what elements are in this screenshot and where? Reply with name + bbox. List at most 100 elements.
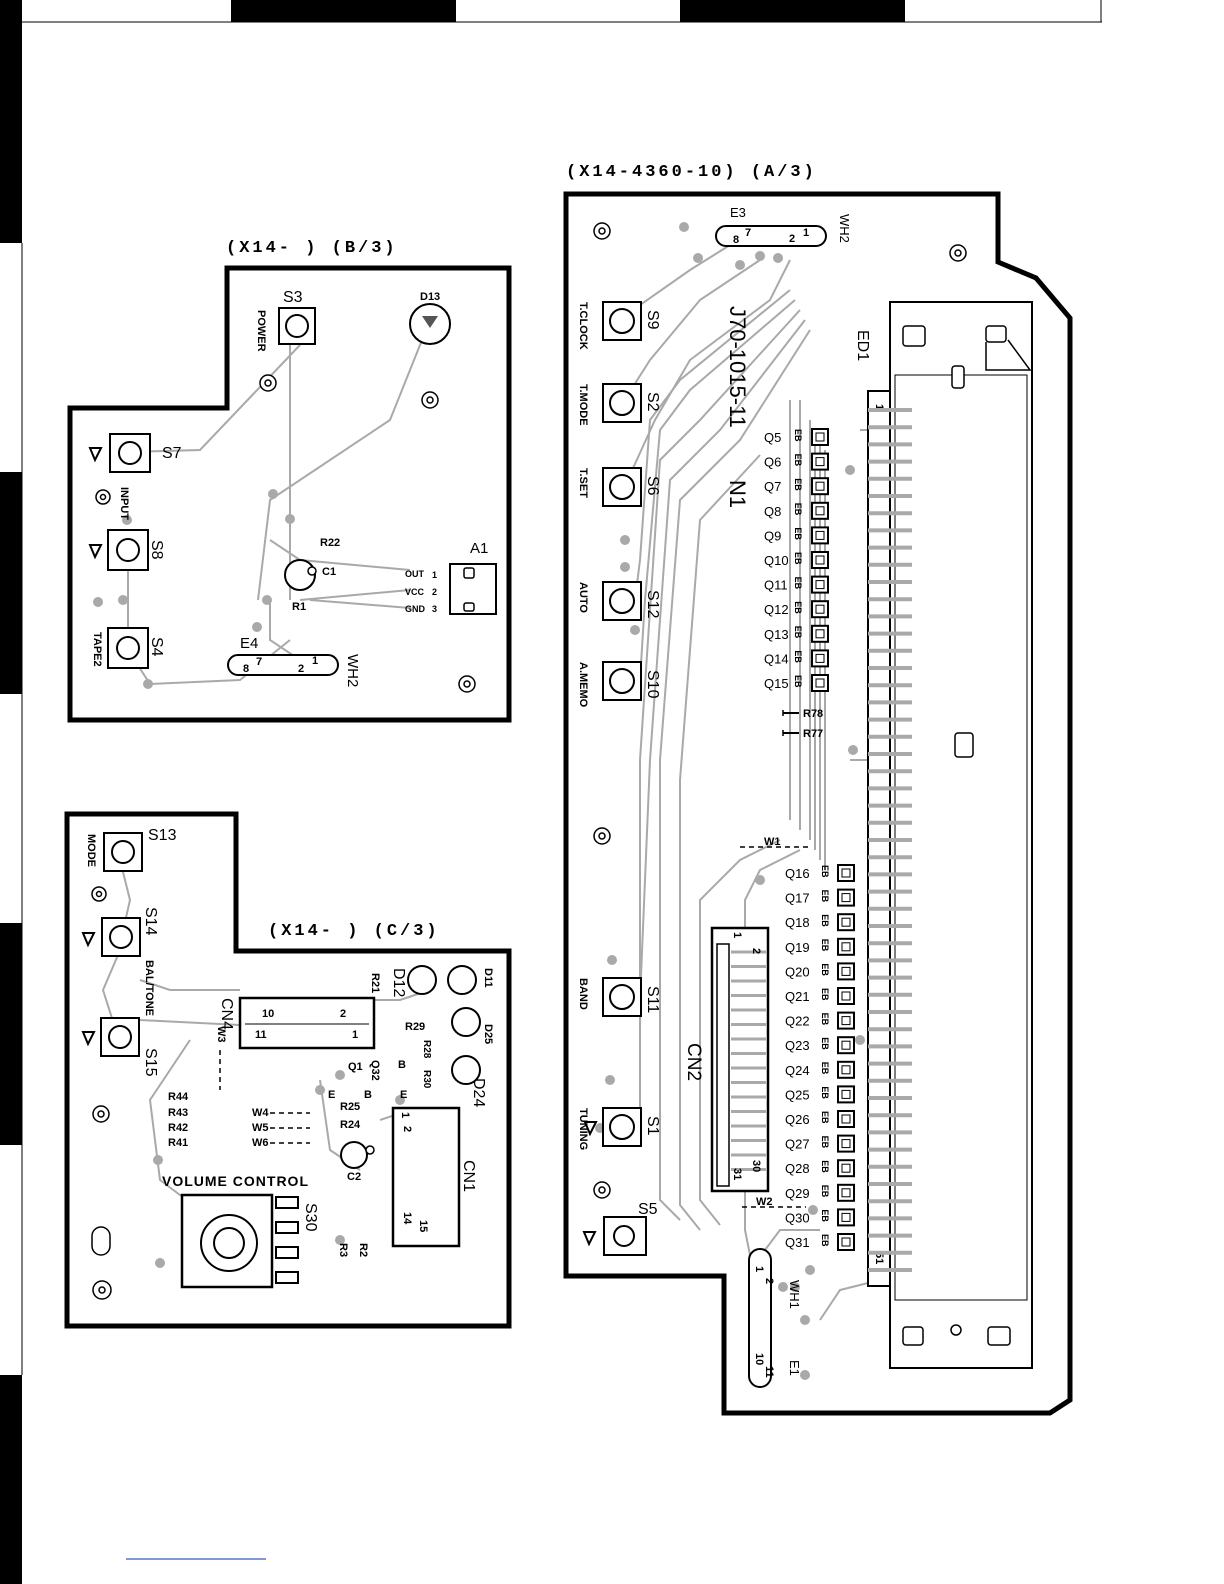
eb-label: EB	[820, 1160, 830, 1173]
q-label: Q16	[785, 866, 810, 881]
q-row: Q13 EB	[764, 624, 829, 643]
svg-text:R21: R21	[369, 973, 381, 993]
switch-func: BAND	[577, 978, 589, 1010]
wh1-e1-connector: 1 2 10 11 WH1 E1	[748, 1248, 802, 1388]
tape2-label: TAPE2	[91, 632, 103, 667]
q-row: Q18 EB	[785, 913, 855, 932]
q-label: Q12	[764, 602, 789, 617]
svg-text:R44: R44	[168, 1091, 189, 1103]
eb-label: EB	[793, 527, 803, 540]
svg-text:CN1: CN1	[460, 1160, 477, 1192]
switch-s15: S15	[81, 1017, 159, 1077]
switch-func: T.MODE	[577, 384, 589, 426]
board-b: (X14- ) (B/3) S3 POWER	[67, 239, 512, 723]
q-label: Q14	[764, 651, 789, 666]
q-label: Q8	[764, 504, 781, 519]
q-label: Q6	[764, 455, 781, 470]
eb-label: EB	[793, 626, 803, 639]
svg-text:1: 1	[399, 1112, 411, 1118]
svg-text:CN4: CN4	[218, 998, 235, 1030]
svg-text:R25: R25	[340, 1101, 360, 1113]
switch-id: S9	[644, 310, 661, 330]
bal-tone-label: BAL/TONE	[143, 960, 155, 1016]
svg-text:R22: R22	[320, 537, 340, 549]
svg-text:10: 10	[262, 1008, 274, 1020]
q-label: Q19	[785, 940, 810, 955]
eb-label: EB	[820, 1086, 830, 1099]
r-row: R77	[782, 728, 823, 740]
eb-label: EB	[820, 963, 830, 976]
svg-text:11: 11	[763, 1366, 775, 1378]
switch-s5: S5	[582, 1201, 658, 1256]
svg-text:S8: S8	[148, 540, 165, 560]
left-edge-tabs	[0, 0, 23, 1584]
svg-text:W6: W6	[252, 1137, 269, 1149]
switch-func: TUNING	[577, 1108, 589, 1150]
eb-label: EB	[820, 1037, 830, 1050]
svg-text:VOLUME CONTROL: VOLUME CONTROL	[162, 1173, 309, 1189]
eb-label: EB	[793, 552, 803, 565]
switch-s14: S14 BAL/TONE	[81, 907, 159, 1016]
switch-id: S5	[638, 1201, 658, 1218]
switch-id: S1	[644, 1116, 661, 1136]
eb-label: EB	[820, 865, 830, 878]
switch-func: AUTO	[577, 582, 589, 613]
q-label: Q18	[785, 915, 810, 930]
q-label: Q26	[785, 1112, 810, 1127]
board-c-title: (X14- ) (C/3)	[268, 922, 440, 941]
svg-text:E: E	[400, 1089, 407, 1101]
eb-label: EB	[793, 478, 803, 491]
eb-label: EB	[820, 1062, 830, 1075]
input-label: INPUT	[118, 487, 130, 520]
eb-label: EB	[820, 1234, 830, 1247]
svg-text:S13: S13	[148, 827, 177, 844]
svg-text:D25: D25	[482, 1024, 494, 1044]
wh1-label: WH1	[787, 1280, 802, 1309]
q-label: Q20	[785, 964, 810, 979]
svg-text:2: 2	[298, 663, 304, 675]
svg-text:2: 2	[789, 233, 795, 245]
q-label: Q13	[764, 627, 789, 642]
svg-text:30: 30	[750, 1160, 762, 1172]
svg-text:A1: A1	[470, 540, 488, 557]
svg-text:C1: C1	[322, 566, 336, 578]
eb-label: EB	[820, 1136, 830, 1149]
svg-text:W5: W5	[252, 1122, 269, 1134]
cn2-connector: 1 2 30 31 CN2	[683, 926, 770, 1193]
board-b-outline	[67, 265, 512, 723]
svg-text:D24: D24	[470, 1078, 487, 1107]
wh2-label-b: WH2	[344, 654, 361, 687]
q-label: Q23	[785, 1038, 810, 1053]
q-row: Q26 EB	[785, 1110, 855, 1128]
eb-label: EB	[820, 1111, 830, 1124]
q-label: Q28	[785, 1161, 810, 1176]
eb-label: EB	[820, 914, 830, 927]
q-label: Q10	[764, 553, 789, 568]
jumpers-a: W1 W2	[740, 836, 808, 1208]
board-a-switches: S9T.CLOCKS2T.MODES6T.SETS12AUTOS10A.MEMO…	[577, 301, 661, 1256]
eb-label: EB	[820, 939, 830, 952]
eb-label: EB	[793, 503, 803, 516]
svg-text:1: 1	[731, 932, 743, 938]
svg-text:B: B	[398, 1059, 406, 1071]
svg-text:S14: S14	[142, 907, 159, 936]
svg-text:1: 1	[432, 570, 437, 580]
svg-text:2: 2	[401, 1126, 413, 1132]
switch-id: S11	[644, 986, 661, 1013]
q-row: Q19 EB	[785, 937, 855, 956]
n1-label: N1	[725, 480, 750, 508]
board-c: (X14- ) (C/3) S13 MODE	[64, 811, 512, 1329]
volume-control: VOLUME CONTROL S30 R3 R2	[162, 1173, 369, 1289]
